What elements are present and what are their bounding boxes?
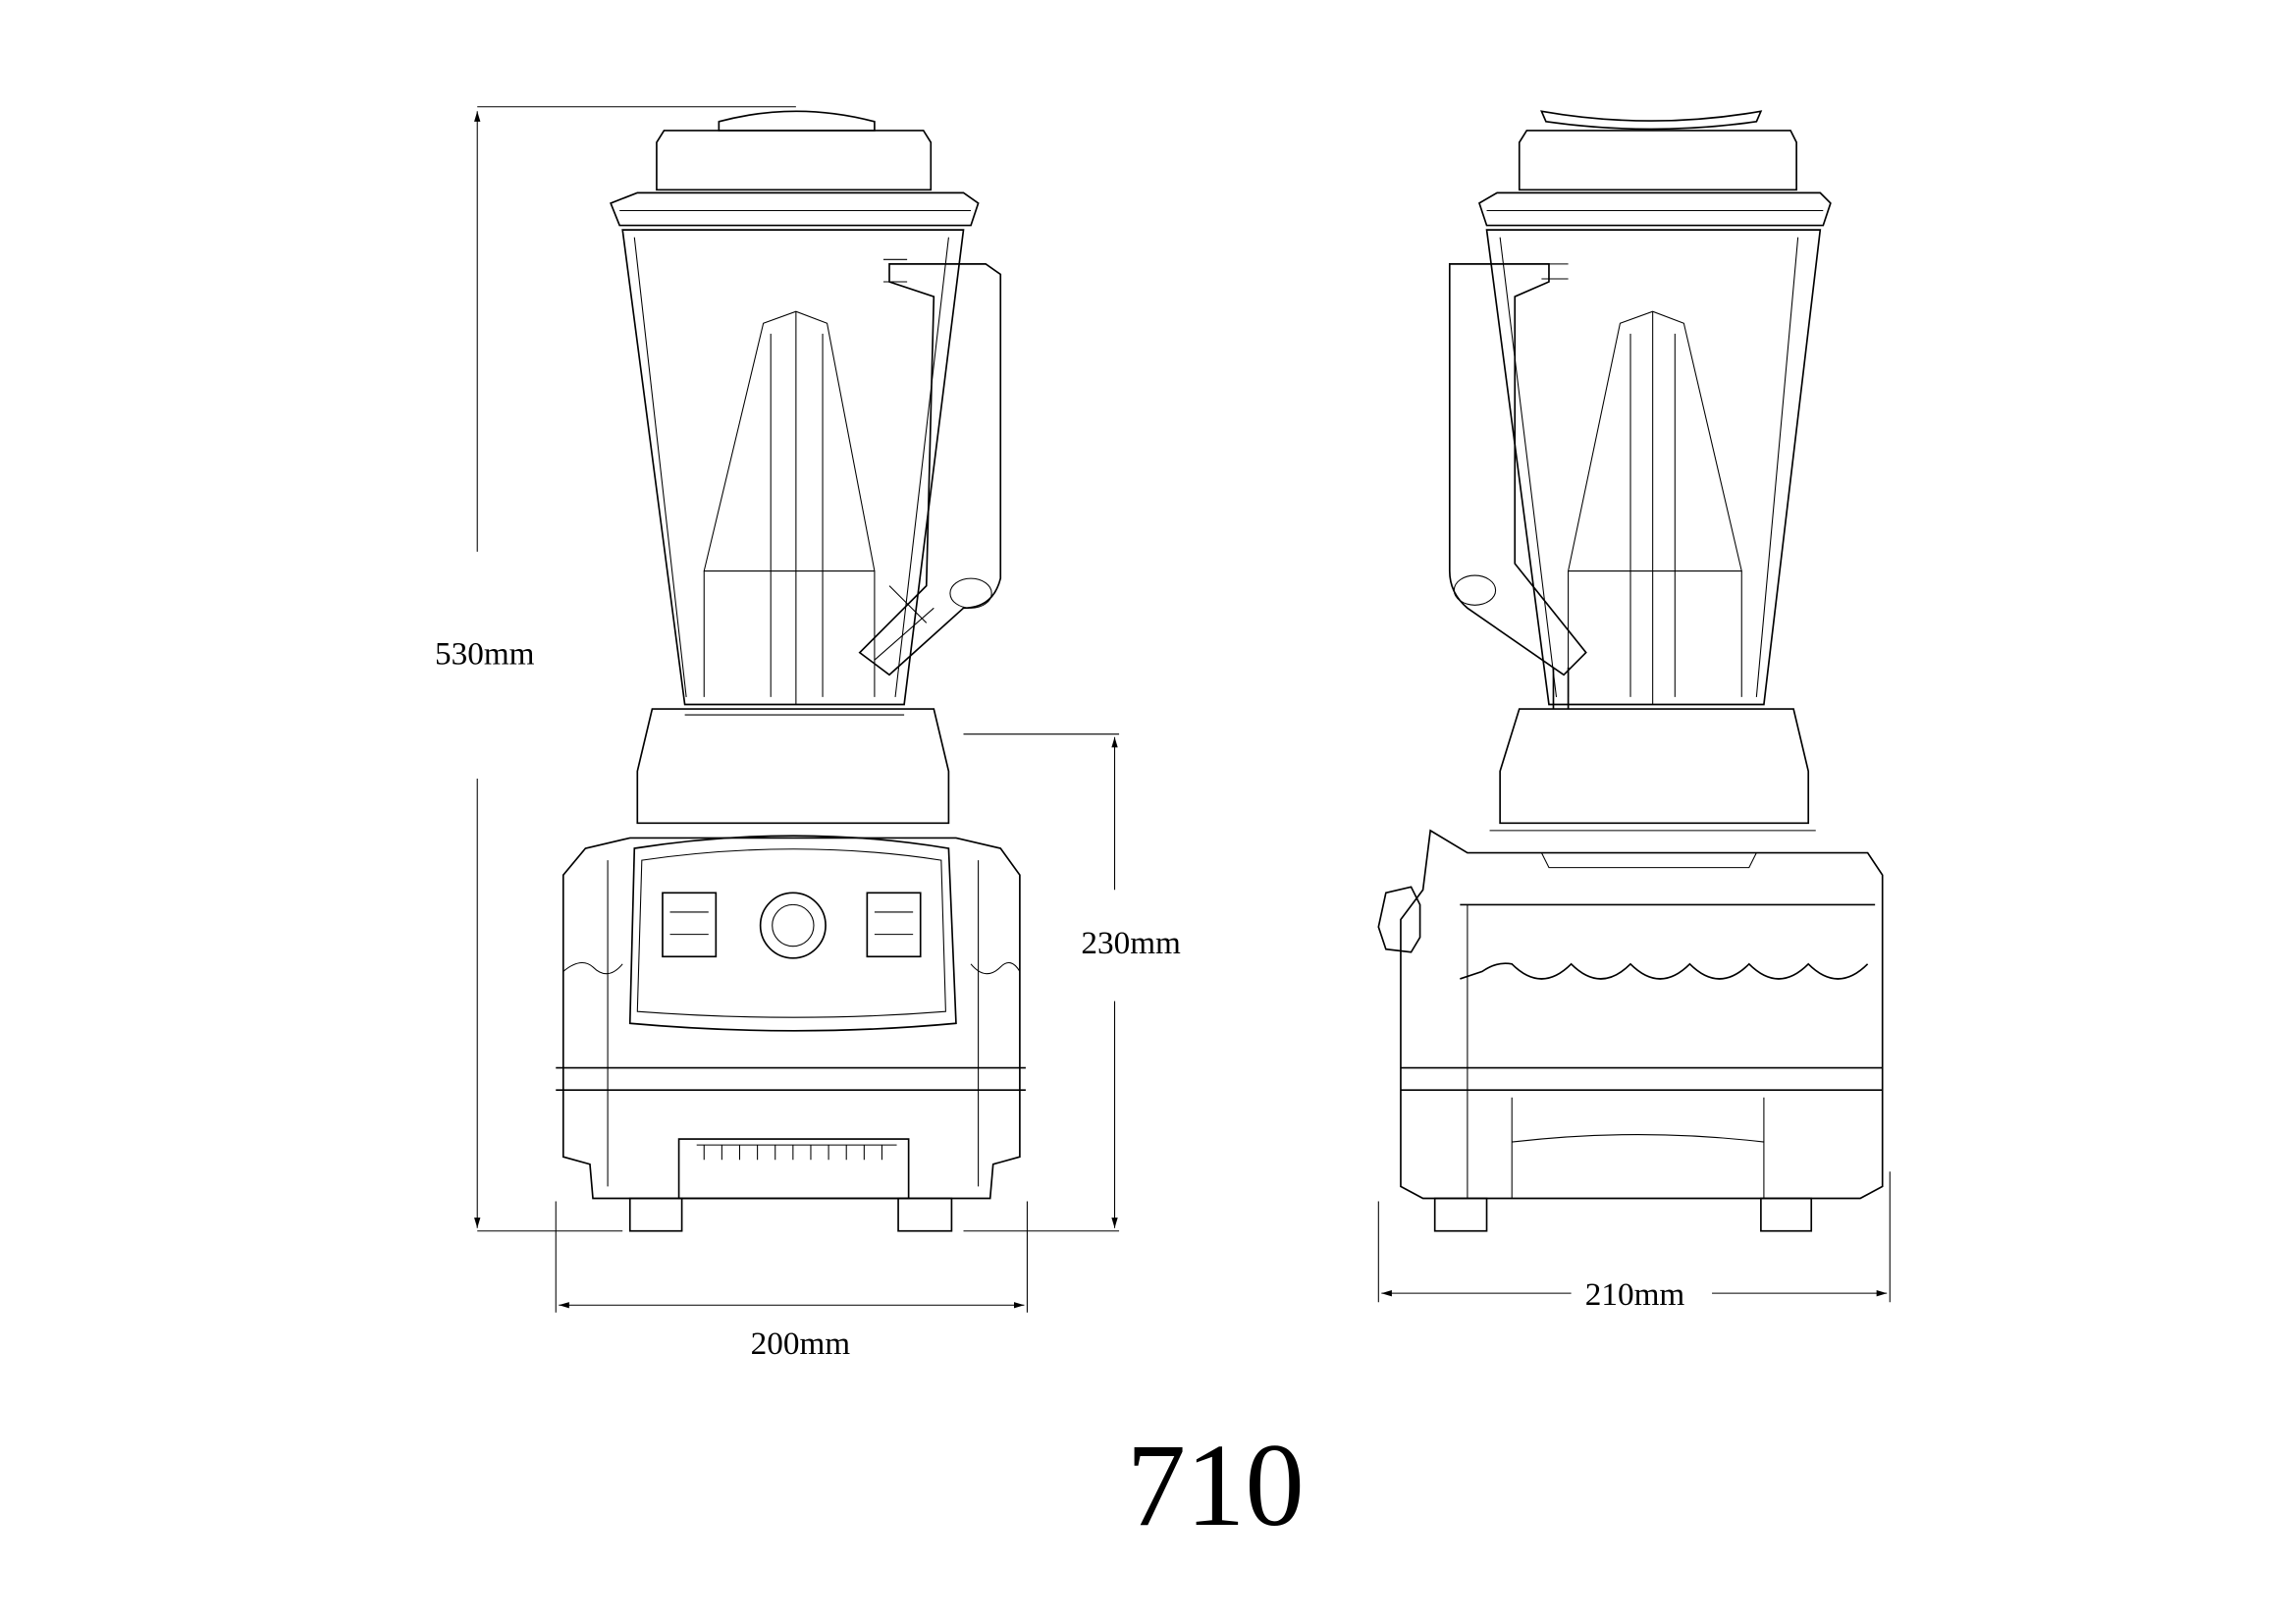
side-foot-right xyxy=(1760,1197,1813,1232)
jar-body xyxy=(621,229,965,706)
jar-rim xyxy=(610,191,980,227)
label-210: 210mm xyxy=(1585,1276,1685,1313)
side-lid xyxy=(1518,130,1797,191)
side-collar xyxy=(1499,708,1810,825)
handle xyxy=(858,263,1002,677)
dimension-210 xyxy=(1377,1171,1891,1303)
foot-left xyxy=(628,1197,683,1232)
side-base xyxy=(1400,829,1884,1200)
switch-left[interactable] xyxy=(662,892,718,958)
front-view xyxy=(556,110,1026,1232)
switch-right[interactable] xyxy=(866,892,922,958)
label-200: 200mm xyxy=(751,1326,851,1362)
speed-knob[interactable] xyxy=(759,892,827,959)
side-jar-rim xyxy=(1477,191,1832,227)
dimension-200 xyxy=(555,1201,1028,1313)
side-wave xyxy=(1460,962,1869,980)
base xyxy=(561,837,1021,1200)
side-foot-left xyxy=(1433,1197,1488,1232)
collar xyxy=(636,708,950,825)
control-panel xyxy=(628,835,957,1032)
side-lid-cap xyxy=(1540,110,1763,131)
lid xyxy=(656,130,933,191)
model-number: 710 xyxy=(1127,1420,1305,1551)
dimension-230 xyxy=(963,733,1120,1232)
side-view xyxy=(1377,110,1884,1232)
side-handle xyxy=(1448,263,1587,677)
dimension-530 xyxy=(474,106,796,1232)
label-530: 530mm xyxy=(435,636,535,673)
side-knob xyxy=(1377,886,1421,953)
vent xyxy=(677,1138,910,1200)
label-230: 230mm xyxy=(1081,925,1181,961)
foot-right xyxy=(897,1197,953,1232)
side-jar-body xyxy=(1485,229,1822,706)
baffle xyxy=(703,310,876,572)
lid-cap xyxy=(718,110,876,132)
